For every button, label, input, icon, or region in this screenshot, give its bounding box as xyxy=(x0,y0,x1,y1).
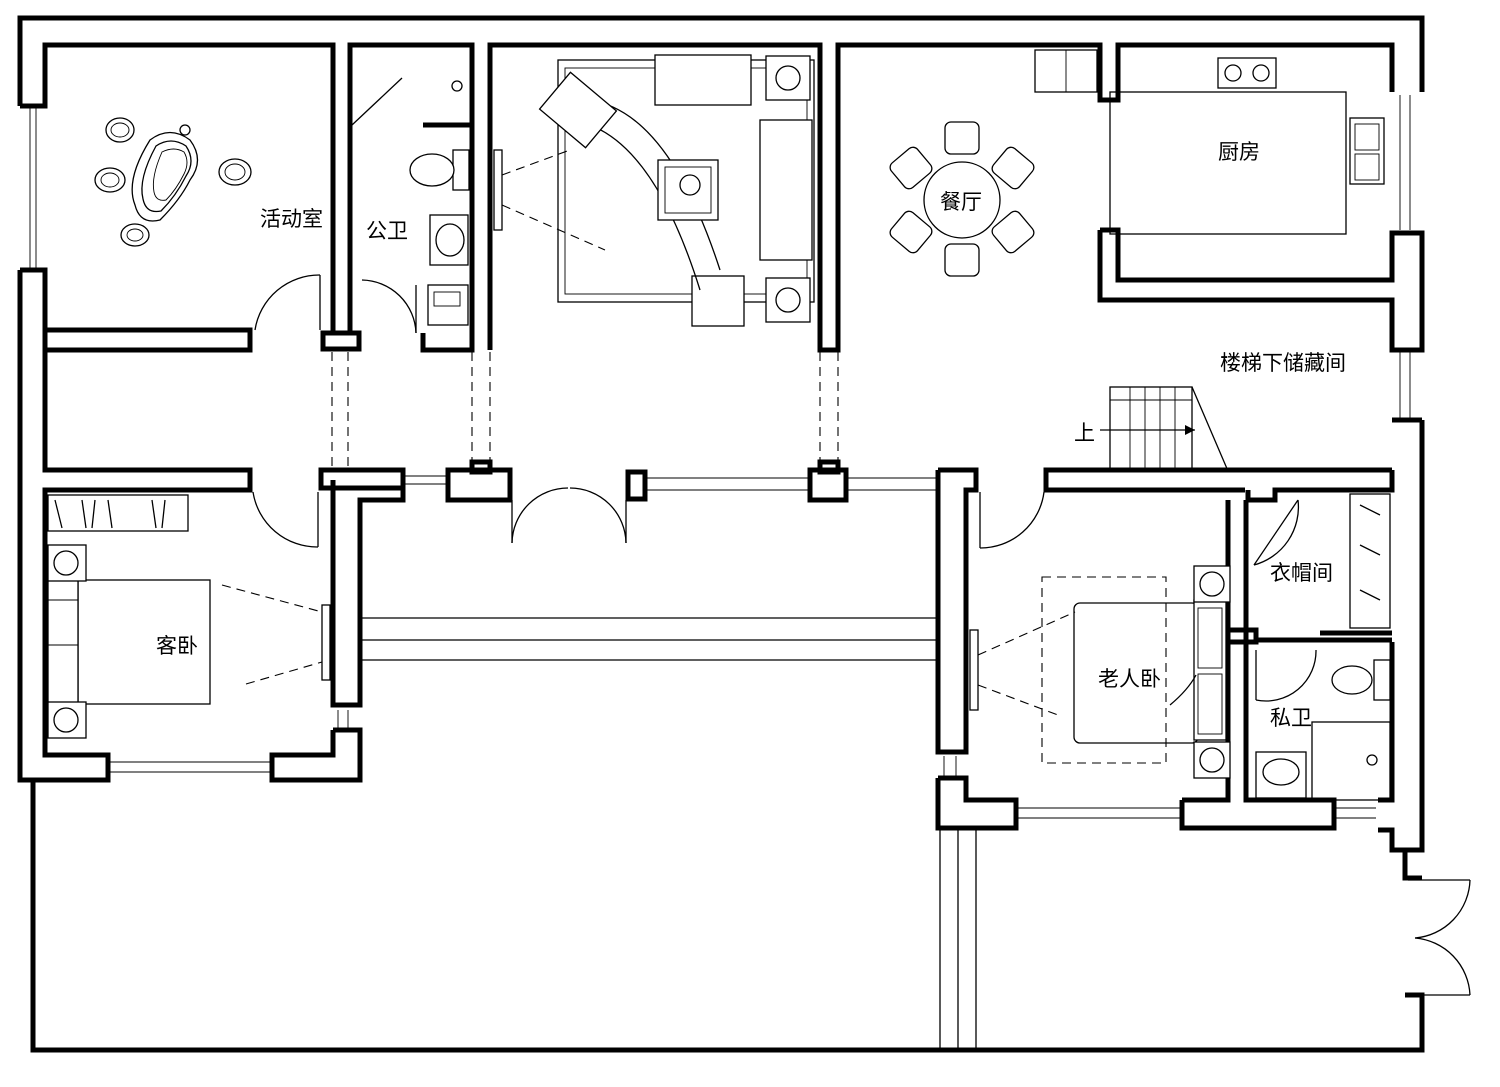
label-guest-bedroom: 客卧 xyxy=(156,634,198,658)
doors xyxy=(252,77,1471,996)
dining-table-icon xyxy=(889,49,1098,277)
closet-rack-icon xyxy=(1349,493,1391,629)
label-public-wc: 公卫 xyxy=(366,219,408,243)
label-dining: 餐厅 xyxy=(940,190,982,214)
label-activity-room: 活动室 xyxy=(260,207,323,231)
private-wc-fixtures xyxy=(1255,659,1391,801)
label-closet: 衣帽间 xyxy=(1270,561,1333,585)
windows xyxy=(29,95,1411,819)
rock-garden-icon xyxy=(94,117,252,247)
guest-room-furniture xyxy=(47,494,331,739)
wc-fixtures xyxy=(409,80,470,326)
label-storage: 楼梯下储藏间 xyxy=(1220,351,1346,375)
courtyard-lines xyxy=(362,617,977,1048)
living-room-furniture xyxy=(493,54,815,327)
label-elder-bedroom: 老人卧 xyxy=(1098,667,1161,691)
kitchen-counter-icon xyxy=(1109,57,1385,235)
label-private-wc: 私卫 xyxy=(1270,706,1312,730)
label-kitchen: 厨房 xyxy=(1218,140,1260,164)
label-stair-up: 上 xyxy=(1074,421,1095,445)
walls xyxy=(17,15,1425,1053)
elder-room-furniture xyxy=(969,565,1231,779)
openings xyxy=(331,352,839,468)
stair-icon xyxy=(1100,386,1229,472)
room-labels: 活动室 公卫 餐厅 厨房 楼梯下储藏间 上 客卧 老人卧 衣帽间 私卫 xyxy=(156,140,1346,730)
